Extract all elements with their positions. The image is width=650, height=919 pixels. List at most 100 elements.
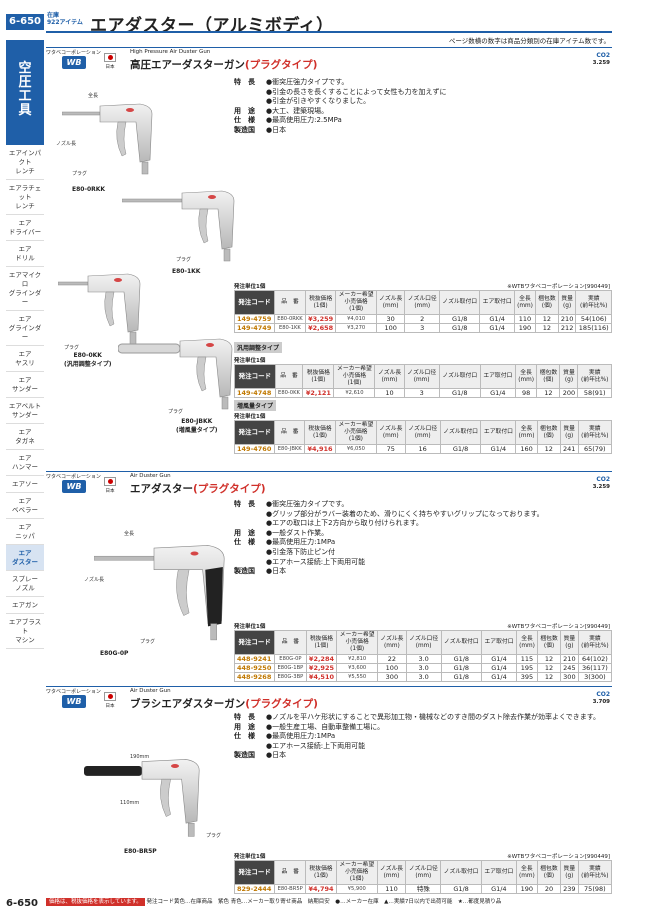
caption: E80-JBKK (増風量タイプ)	[176, 418, 218, 434]
table-cell: G1/4	[480, 884, 517, 894]
sidebar-item[interactable]: エア ヤスリ	[6, 346, 44, 372]
footer-text: 発注コード黄色…在庫商品 紫色 青色…メーカー取り寄せ商品 納期目安 ●…メーカ…	[146, 899, 502, 905]
table-cell: 58(91)	[577, 388, 612, 398]
table-cell: G1/8	[440, 654, 483, 664]
table-cell: 190	[513, 323, 537, 333]
order-code[interactable]: 149-4748	[234, 388, 276, 398]
co2-label: CO2	[596, 476, 610, 483]
table-cell: G1/4	[481, 654, 517, 664]
table-header: メーカー希望 小売価格 (1個)	[336, 630, 378, 655]
order-unit: 発注単位1個	[234, 414, 266, 420]
section-title: エアダスター(プラグタイプ)	[130, 481, 266, 496]
spec-row: ●グリップ部分がラバー装着のため、滑りにくく持ちやすいグリップになっております。	[234, 510, 544, 520]
table-cell: G1/4	[481, 663, 517, 673]
table-cell: ¥2,925	[305, 663, 338, 673]
spec-row: ●引金落下防止ピン付	[234, 548, 544, 558]
sidebar-item[interactable]: エア ドリル	[6, 241, 44, 267]
spec-key: 特 長	[234, 78, 255, 86]
spec-row: 製造国●日本	[234, 126, 447, 136]
table-cell: 395	[515, 672, 539, 682]
sidebar-item[interactable]: エア ハンマー	[6, 450, 44, 476]
maker-logo: WB	[62, 695, 86, 708]
table-header: ノズル口径 (mm)	[405, 630, 442, 655]
table-cell: 210	[557, 314, 577, 324]
category-char: 工	[18, 89, 32, 104]
table-cell: 200	[559, 388, 579, 398]
table-cell: 2	[404, 314, 440, 324]
table-header: 品 番	[274, 364, 304, 389]
spec-row: ●エアホース接続:上下両用可能	[234, 742, 600, 752]
spec-key: 用 途	[234, 528, 255, 537]
table-header: ノズル取付口	[439, 420, 482, 445]
table-cell: ¥2,284	[305, 654, 338, 664]
table-header: メーカー希望 小売価格 (1個)	[335, 290, 377, 315]
table-cell: 75(98)	[577, 884, 613, 894]
sidebar-item[interactable]: エア ベベラー	[6, 493, 44, 519]
sidebar-item[interactable]: エアガン	[6, 597, 44, 614]
category-char: 具	[18, 103, 32, 118]
table-header: エア取付口	[481, 630, 517, 655]
order-code[interactable]: 149-4749	[234, 323, 275, 333]
table-cell: ¥4,794	[305, 884, 337, 894]
sidebar-item[interactable]: スプレー ノズル	[6, 571, 44, 597]
table-header: ノズル長 (mm)	[375, 420, 406, 445]
spec-key: 特 長	[234, 713, 255, 721]
sidebar-item[interactable]: エア タガネ	[6, 424, 44, 450]
table-cell: 190	[515, 884, 539, 894]
table-cell: E80G-3BP	[274, 672, 307, 682]
sidebar-item[interactable]: エア ダスター	[6, 545, 44, 571]
category-char: 空	[18, 61, 32, 76]
table-cell: 12	[537, 663, 561, 673]
maker-name: ワタベコーポレーション	[46, 689, 101, 695]
sidebar-item[interactable]: エア サンダー	[6, 372, 44, 398]
table-cell: 160	[515, 444, 538, 454]
sidebar-item[interactable]: エアインパクト レンチ	[6, 145, 44, 180]
spec-value: ●エアホース接続:上下両用可能	[266, 741, 366, 750]
section-rule	[46, 47, 612, 48]
order-code[interactable]: 149-4759	[234, 314, 275, 324]
order-code[interactable]: 149-4760	[233, 444, 276, 454]
spec-table: 発注コード品 番税抜価格 (1個)メーカー希望 小売価格 (1個)ノズル長 (m…	[233, 860, 613, 894]
table-header: 実績 (前年比%)	[577, 630, 613, 655]
table-cell: 110	[376, 884, 407, 894]
table-header: 税抜価格 (1個)	[302, 364, 335, 389]
table-header: ノズル取付口	[440, 860, 482, 885]
table-header: 発注コード	[233, 630, 276, 655]
order-code[interactable]: 829-2444	[233, 884, 276, 894]
sidebar-item[interactable]: エアブラスト マシン	[6, 614, 44, 649]
sidebar-item[interactable]: エアベルト サンダー	[6, 398, 44, 424]
table-header: エア取付口	[479, 290, 515, 315]
sidebar-item[interactable]: エア ニッパ	[6, 519, 44, 545]
air-duster-gun-image	[94, 545, 225, 641]
table-header: 実績 (前年比%)	[577, 364, 612, 389]
order-code[interactable]: 448-9241	[233, 654, 276, 664]
order-unit: 発注単位1個	[234, 624, 266, 630]
table-cell: 3.0	[405, 663, 442, 673]
table-header: 税抜価格 (1個)	[305, 630, 338, 655]
label-plug: プラグ	[176, 257, 192, 263]
table-header: 実績 (前年比%)	[575, 290, 612, 315]
table-header: エア取付口	[479, 364, 516, 389]
sidebar-item[interactable]: エアラチェット レンチ	[6, 180, 44, 215]
order-code[interactable]: 448-9250	[233, 663, 276, 673]
table-cell: 300	[376, 672, 407, 682]
sidebar-item[interactable]: エア グラインダー	[6, 311, 44, 346]
label-plug: プラグ	[64, 345, 80, 351]
sidebar-item[interactable]: エアマイクロ グラインダー	[6, 267, 44, 311]
order-code[interactable]: 448-9268	[233, 672, 276, 682]
table-cell: ¥4,010	[335, 314, 377, 324]
table-cell: ¥2,810	[336, 654, 378, 664]
table-header: 品 番	[274, 630, 307, 655]
table-cell: 12	[535, 314, 559, 324]
table-cell: 20	[537, 884, 561, 894]
sidebar-item[interactable]: エアソー	[6, 476, 44, 493]
sidebar-item[interactable]: エア ドライバー	[6, 215, 44, 241]
